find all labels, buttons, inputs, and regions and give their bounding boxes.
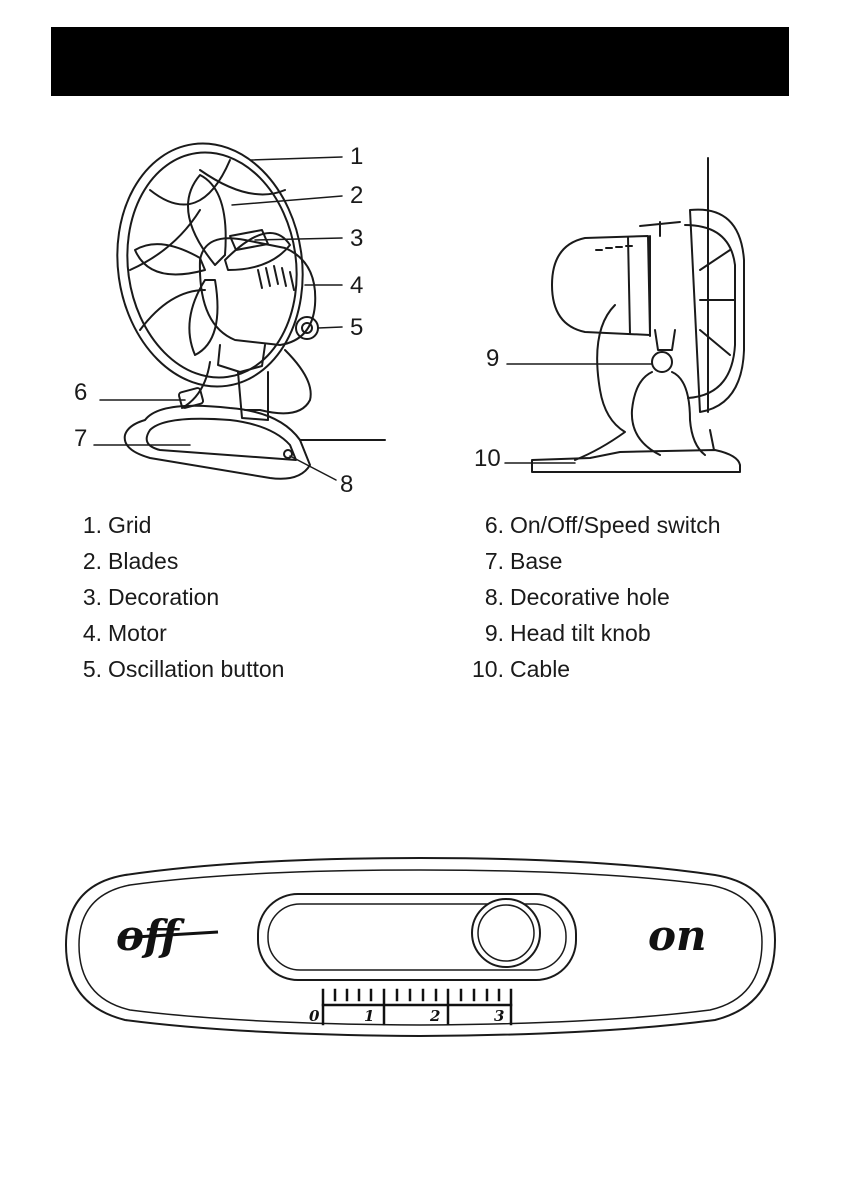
- part-name: Decorative hole: [510, 584, 670, 610]
- side-base-foot: [710, 430, 714, 450]
- part-name: Base: [510, 548, 562, 574]
- part-item-grid: 1.Grid: [74, 507, 284, 543]
- callout-8: 8: [340, 471, 353, 498]
- callout-3: 3: [350, 225, 363, 252]
- head-tilt-knob: [652, 352, 672, 372]
- part-number: 4.: [74, 615, 108, 651]
- part-number: 3.: [74, 579, 108, 615]
- part-number: 6.: [462, 507, 510, 543]
- side-base: [532, 450, 740, 472]
- callout-9: 9: [486, 345, 499, 372]
- side-motor-ring: [628, 237, 630, 334]
- scale-label-2: 2: [429, 1007, 440, 1025]
- callout-6: 6: [74, 379, 87, 406]
- part-number: 1.: [74, 507, 108, 543]
- part-item-decoration: 3.Decoration: [74, 579, 284, 615]
- callout-5: 5: [350, 314, 363, 341]
- side-top-knob: [640, 222, 680, 236]
- on-label: on: [648, 911, 707, 960]
- part-number: 8.: [462, 579, 510, 615]
- scale-label-3: 3: [494, 1007, 504, 1025]
- part-name: Cable: [510, 656, 570, 682]
- front-view-fan: [102, 131, 385, 478]
- neck: [218, 345, 265, 372]
- part-name: Oscillation button: [108, 656, 284, 682]
- leader-line-1: [250, 157, 342, 160]
- speed-scale: [323, 990, 511, 1024]
- grid: [102, 131, 318, 398]
- side-cable: [575, 305, 625, 460]
- stand: [238, 372, 268, 420]
- scale-label-0: 0: [309, 1007, 320, 1025]
- part-number: 10.: [462, 651, 510, 687]
- part-number: 9.: [462, 615, 510, 651]
- callout-10: 10: [474, 445, 501, 472]
- part-name: Blades: [108, 548, 178, 574]
- side-motor-vents: [596, 246, 632, 250]
- side-view-fan: [532, 158, 744, 472]
- part-item-base: 7.Base: [462, 543, 721, 579]
- part-item-cable: 10.Cable: [462, 651, 721, 687]
- part-number: 5.: [74, 651, 108, 687]
- part-number: 2.: [74, 543, 108, 579]
- parts-list-left: 1.Grid 2.Blades 3.Decoration 4.Motor 5.O…: [74, 507, 284, 687]
- side-neck: [655, 330, 675, 350]
- base: [125, 406, 310, 479]
- callout-7: 7: [74, 425, 87, 452]
- part-name: Motor: [108, 620, 167, 646]
- part-item-switch: 6.On/Off/Speed switch: [462, 507, 721, 543]
- part-item-motor: 4.Motor: [74, 615, 284, 651]
- scale-label-1: 1: [364, 1007, 374, 1025]
- part-item-oscillation-button: 5.Oscillation button: [74, 651, 284, 687]
- part-item-head-tilt-knob: 9.Head tilt knob: [462, 615, 721, 651]
- cable: [245, 350, 385, 440]
- part-number: 7.: [462, 543, 510, 579]
- side-stand: [632, 372, 705, 455]
- part-name: Grid: [108, 512, 151, 538]
- part-item-blades: 2.Blades: [74, 543, 284, 579]
- part-name: Decoration: [108, 584, 219, 610]
- motor-vents: [258, 266, 294, 290]
- switch-slider-knob: [472, 899, 540, 967]
- part-name: Head tilt knob: [510, 620, 651, 646]
- grid-wire: [140, 290, 205, 330]
- side-blade: [700, 250, 735, 355]
- part-item-decorative-hole: 8.Decorative hole: [462, 579, 721, 615]
- speed-switch-panel: off on 0 1 2 3: [66, 858, 775, 1036]
- callout-1: 1: [350, 143, 363, 170]
- leader-line-5: [318, 327, 342, 328]
- blade: [135, 244, 205, 274]
- parts-list-right: 6.On/Off/Speed switch 7.Base 8.Decorativ…: [462, 507, 721, 687]
- leader-line-3: [255, 238, 342, 240]
- base-inner: [147, 419, 296, 460]
- callout-4: 4: [350, 272, 363, 299]
- leader-lines: [94, 157, 652, 480]
- callout-2: 2: [350, 182, 363, 209]
- part-name: On/Off/Speed switch: [510, 512, 721, 538]
